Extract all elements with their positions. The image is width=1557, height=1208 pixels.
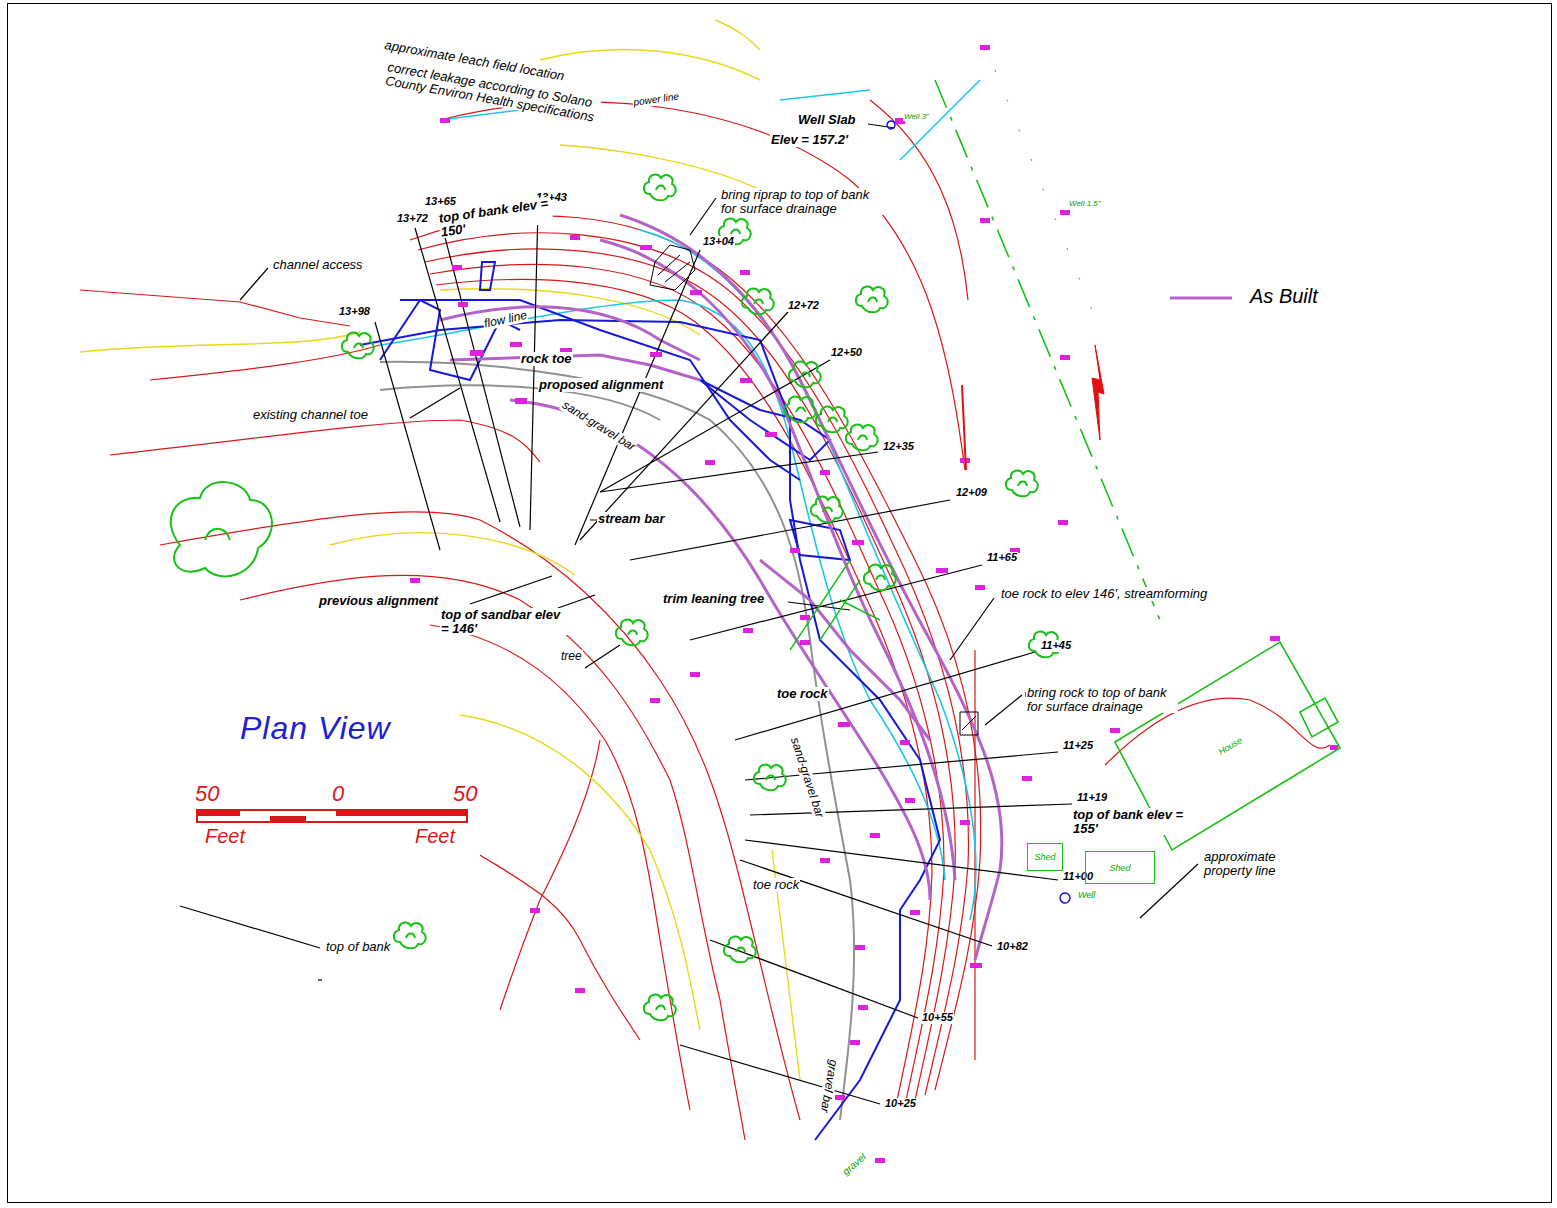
- station-number: 13+04: [702, 236, 735, 248]
- annotation: top of sandbar elev = 146': [440, 608, 567, 635]
- annotation: Well: [1077, 891, 1096, 900]
- annotation: previous alignment: [318, 594, 439, 608]
- annotation: Well Slab: [797, 113, 857, 127]
- scale-text: 50: [453, 782, 477, 805]
- station-number: 11+65: [986, 552, 1018, 564]
- annotation: tree: [560, 650, 583, 663]
- station-number: 12+09: [955, 487, 988, 499]
- scale-text: 50: [195, 782, 219, 805]
- annotation: sand-gravel bar: [788, 735, 826, 820]
- annotation: stream bar: [597, 512, 665, 526]
- annotation: trim leaning tree: [662, 592, 765, 606]
- annotation: toe rock: [752, 878, 800, 892]
- annotation: Elev = 157.2': [770, 133, 849, 147]
- annotation: toe rock: [776, 687, 829, 701]
- annotation: sand-gravel bar: [559, 398, 638, 454]
- station-number: 12+35: [882, 441, 915, 453]
- node-text: Shed: [1034, 852, 1055, 862]
- shed-box: Shed: [1085, 851, 1155, 884]
- legend-text: As Built: [1250, 286, 1318, 307]
- annotation: bring riprap to top of bank for surface …: [720, 188, 887, 215]
- annotation: proposed alignment: [538, 378, 664, 392]
- annotation: bring rock to top of bank for surface dr…: [1026, 686, 1178, 713]
- station-number: 12+50: [830, 347, 863, 359]
- scale-text: 0: [332, 782, 344, 805]
- station-number: 11+25: [1062, 740, 1094, 752]
- station-number: 12+72: [787, 300, 820, 312]
- station-number: 11+45: [1040, 640, 1072, 652]
- station-number: 13+98: [338, 306, 371, 318]
- annotation: Well 3": [903, 113, 930, 121]
- station-number: 10+55: [921, 1012, 954, 1024]
- annotation: power line: [632, 91, 681, 108]
- annotation: Well 1.5": [1068, 200, 1102, 208]
- annotation: top of bank elev = 155': [1072, 808, 1186, 835]
- annotation: approximate property line: [1203, 850, 1317, 877]
- annotation: gravel bar: [818, 1058, 840, 1115]
- station-number: 10+25: [884, 1098, 917, 1110]
- node-text: House: [1216, 735, 1243, 757]
- annotation: gravel: [840, 1151, 869, 1178]
- shed-box: Shed: [1027, 843, 1063, 871]
- station-number: 13+72: [396, 213, 429, 225]
- scale-text: Feet: [415, 826, 455, 847]
- station-number: 10+82: [996, 941, 1029, 953]
- annotation: flow line: [482, 309, 529, 331]
- scale-text: Feet: [205, 826, 245, 847]
- annotation: rock toe: [520, 352, 573, 366]
- station-number: 11+19: [1076, 792, 1108, 804]
- legend-line-sample: [1170, 297, 1232, 300]
- annotation: existing channel toe: [252, 408, 369, 422]
- station-number: 11+00: [1062, 871, 1094, 883]
- annotation: top of bank: [325, 940, 391, 954]
- plan-title: Plan View: [240, 712, 391, 746]
- node-text: Shed: [1109, 863, 1130, 873]
- station-number: 13+65: [424, 196, 457, 208]
- annotation: channel access: [272, 258, 364, 272]
- annotation: toe rock to elev 146', streamforming: [1000, 587, 1208, 601]
- drawing-frame: [7, 3, 1552, 1203]
